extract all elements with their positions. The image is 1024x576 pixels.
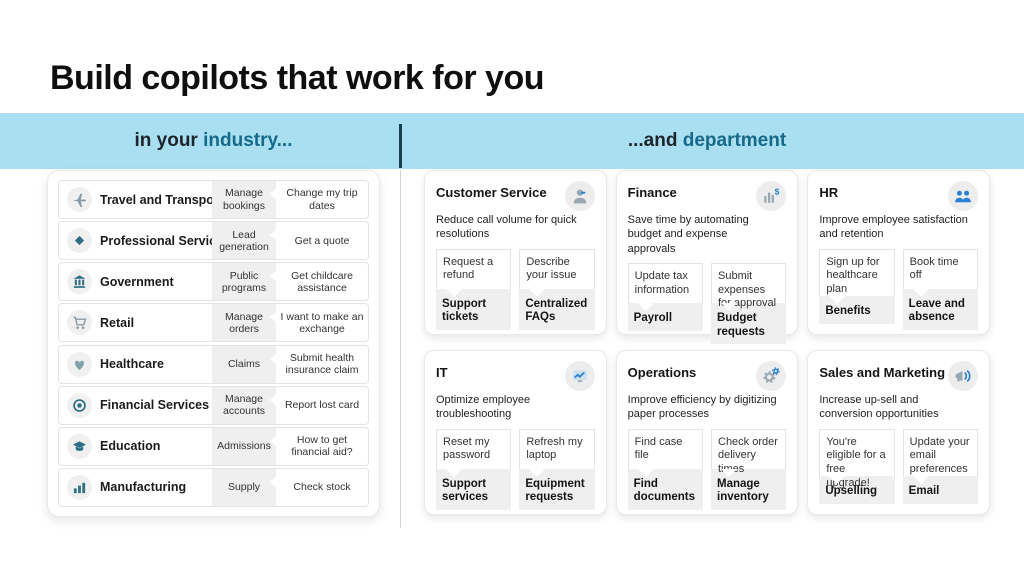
department-description: Improve employee satisfaction and retent… xyxy=(819,214,968,241)
band-left-plain: in your xyxy=(134,130,198,151)
department-description: Optimize employee troubleshooting xyxy=(436,394,531,421)
industry-row-education: Education Admissions How to get financia… xyxy=(58,426,369,466)
industry-row-manufacturing: Manufacturing Supply Check stock xyxy=(58,467,369,507)
heart-icon xyxy=(67,351,92,377)
industry-row-professional-services: Professional Services Lead generation Ge… xyxy=(58,221,369,261)
query-bubble: Find case file xyxy=(627,428,703,477)
industry-query-bubble: Get a quote xyxy=(270,222,368,260)
query-bubble: Check order delivery times xyxy=(711,428,787,477)
department-title: Finance xyxy=(627,185,677,200)
query-bubble: Describe your issue xyxy=(519,248,595,297)
industry-query-bubble: How to get financial aid? xyxy=(270,427,368,465)
industry-row-healthcare: Healthcare Claims Submit health insuranc… xyxy=(58,344,369,384)
shopping-cart-icon xyxy=(67,310,92,336)
industry-row-retail: Retail Manage orders I want to make an e… xyxy=(58,303,369,343)
svg-text:$: $ xyxy=(775,187,780,196)
coin-icon xyxy=(67,392,92,418)
megaphone-icon xyxy=(948,361,978,391)
department-grid: Customer Service Reduce call volume for … xyxy=(424,170,990,515)
industry-name: Manufacturing xyxy=(100,480,187,495)
industry-name: Healthcare xyxy=(100,357,164,372)
industry-name: Financial Services xyxy=(100,398,210,413)
bar-chart-icon xyxy=(67,474,92,500)
chart-dollar-icon: $ xyxy=(756,181,787,211)
department-card-customer-service: Customer Service Reduce call volume for … xyxy=(424,170,607,335)
industry-query-bubble: Check stock xyxy=(270,468,368,506)
query-bubble: Reset my password xyxy=(436,428,512,477)
industry-chip: Manage bookings xyxy=(212,181,276,218)
section-divider-dark xyxy=(399,124,402,168)
department-title: Operations xyxy=(627,365,697,380)
department-card-hr: HR Improve employee satisfaction and ret… xyxy=(807,170,990,335)
query-bubble: Update tax information xyxy=(627,262,703,311)
industry-chip: Admissions xyxy=(212,427,276,465)
industry-query-bubble: Report lost card xyxy=(270,386,368,424)
department-card-it: IT Optimize employee troubleshooting Res… xyxy=(424,350,607,515)
industry-chip: Supply xyxy=(212,468,276,506)
band-left-accent: industry... xyxy=(203,130,293,151)
department-description: Improve efficiency by digitizing paper p… xyxy=(627,394,777,421)
section-divider-light xyxy=(400,170,401,528)
diamond-icon xyxy=(67,228,92,254)
monitor-chart-icon xyxy=(564,361,595,391)
query-bubble: Update your email preferences xyxy=(902,428,979,484)
category-label: Equipment requests xyxy=(519,468,595,511)
department-title: IT xyxy=(436,365,448,380)
category-label: Centralized FAQs xyxy=(519,288,595,331)
gears-icon xyxy=(756,361,787,391)
industry-name: Travel and Transport xyxy=(100,192,223,207)
government-building-icon xyxy=(67,269,92,295)
department-description: Save time by automating budget and expen… xyxy=(627,214,749,255)
industry-name: Government xyxy=(100,274,174,289)
airplane-icon xyxy=(67,187,92,212)
query-bubble: Book time off xyxy=(902,248,979,297)
department-card-operations: Operations Improve efficiency by digitiz… xyxy=(615,350,799,515)
person-icon xyxy=(564,181,595,211)
industry-query-bubble: Submit health insurance claim xyxy=(270,345,368,383)
industry-band-label: in your industry... xyxy=(47,130,380,152)
industry-query-bubble: Change my trip dates xyxy=(270,181,368,218)
industry-query-bubble: Get childcare assistance xyxy=(270,263,368,301)
industry-chip: Manage orders xyxy=(212,304,276,342)
query-bubble: Submit expenses for approval xyxy=(711,262,787,311)
industry-chip: Manage accounts xyxy=(212,386,276,424)
graduation-cap-icon xyxy=(67,433,92,459)
header-band: in your industry... ...and department xyxy=(0,113,1024,169)
department-card-sales-marketing: Sales and Marketing Increase up-sell and… xyxy=(807,350,990,515)
industry-query-bubble: I want to make an exchange xyxy=(270,304,368,342)
industry-chip: Public programs xyxy=(212,263,276,301)
industry-panel: Travel and Transport Manage bookings Cha… xyxy=(47,170,380,517)
department-band-label: ...and department xyxy=(424,130,990,152)
query-bubble: Sign up for healthcare plan xyxy=(819,248,895,304)
industry-chip: Claims xyxy=(212,345,276,383)
industry-chip: Lead generation xyxy=(212,222,276,260)
industry-name: Professional Services xyxy=(100,233,230,248)
query-bubble: Request a refund xyxy=(436,248,512,297)
industry-row-government: Government Public programs Get childcare… xyxy=(58,262,369,302)
department-description: Increase up-sell and conversion opportun… xyxy=(819,394,939,421)
department-card-finance: Finance $ Save time by automating budget… xyxy=(615,170,799,345)
query-bubble: You're eligible for a free upgrade! xyxy=(819,428,895,489)
department-description: Reduce call volume for quick resolutions xyxy=(436,214,577,241)
industry-row-travel: Travel and Transport Manage bookings Cha… xyxy=(58,180,369,219)
query-bubble: Refresh my laptop xyxy=(519,428,595,477)
band-right-accent: department xyxy=(682,130,787,151)
industry-name: Education xyxy=(100,439,161,454)
industry-row-financial-services: Financial Services Manage accounts Repor… xyxy=(58,385,369,425)
page-title: Build copilots that work for you xyxy=(50,58,545,97)
people-icon xyxy=(948,181,978,211)
department-title: Sales and Marketing xyxy=(819,365,946,380)
department-title: Customer Service xyxy=(436,185,547,200)
department-title: HR xyxy=(819,185,839,200)
industry-name: Retail xyxy=(100,315,135,330)
band-right-plain: ...and xyxy=(627,130,678,151)
